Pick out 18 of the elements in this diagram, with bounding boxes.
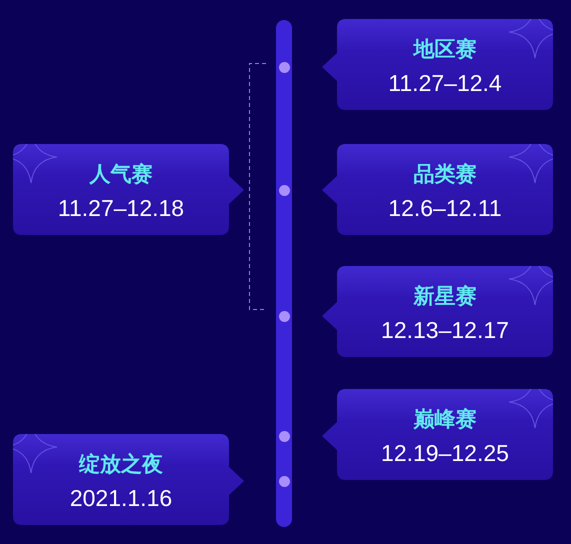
date-text: 11.27–12.18 bbox=[58, 195, 184, 221]
callout-box bbox=[13, 144, 244, 235]
callout-box bbox=[322, 144, 553, 235]
callout-box bbox=[322, 389, 553, 480]
date-text: 12.6–12.11 bbox=[388, 195, 502, 221]
date-text: 11.27–12.4 bbox=[388, 70, 502, 96]
callout-title: 品类赛 bbox=[414, 162, 476, 186]
date-text: 2021.1.16 bbox=[70, 485, 172, 511]
callout-box bbox=[322, 266, 553, 357]
date-text: 12.13–12.17 bbox=[381, 317, 509, 343]
date-text: 12.19–12.25 bbox=[381, 440, 509, 466]
callout-title: 人气赛 bbox=[90, 162, 152, 186]
callout-title: 新星赛 bbox=[414, 284, 476, 308]
callout-title: 绽放之夜 bbox=[79, 452, 163, 476]
callout-box bbox=[322, 19, 553, 110]
callout-title: 地区赛 bbox=[414, 37, 476, 61]
callout-title: 巅峰赛 bbox=[414, 407, 476, 431]
callout-box bbox=[13, 434, 244, 525]
